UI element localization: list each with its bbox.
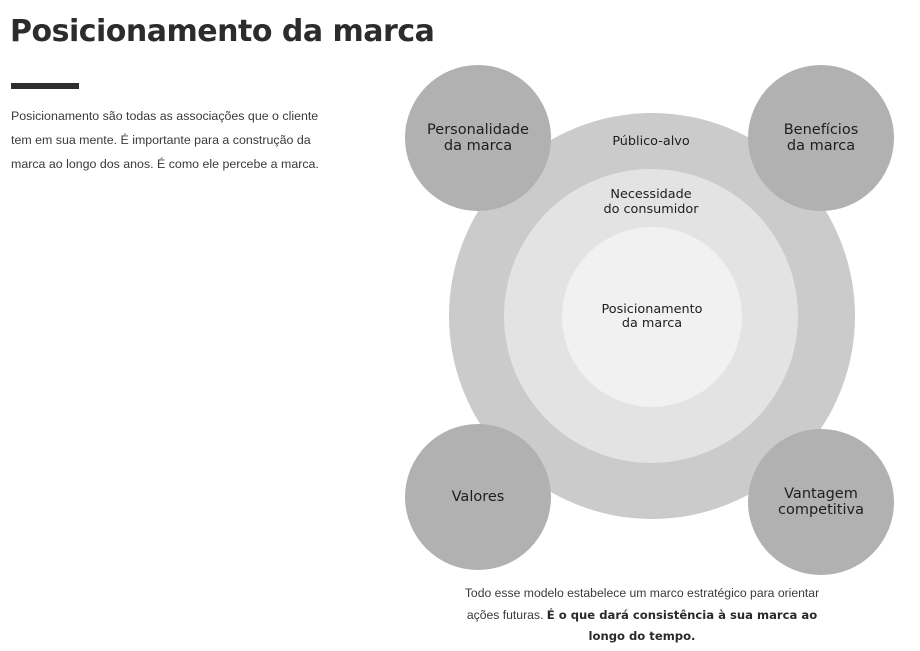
brand-positioning-label: Posicionamento da marca: [601, 301, 703, 331]
target-audience-label: Público-alvo: [612, 134, 690, 149]
satellite-brand-benefits: Benefícios da marca: [748, 65, 894, 211]
satellite-values: Valores: [405, 424, 551, 570]
competitive-advantage-label: Vantagem competitiva: [778, 486, 864, 518]
consumer-need-label: Necessidade do consumidor: [603, 187, 699, 217]
satellite-brand-personality: Personalidade da marca: [405, 65, 551, 211]
footer-paragraph: Todo esse modelo estabelece um marco est…: [462, 583, 822, 648]
page-title: Posicionamento da marca: [10, 14, 435, 49]
ring-brand-positioning: Posicionamento da marca: [562, 227, 742, 407]
footer-text-regular: Todo esse modelo estabelece um marco est…: [464, 586, 820, 622]
brand-benefits-label: Benefícios da marca: [783, 122, 859, 154]
footer-text-bold: É o que dará consistência à sua marca ao…: [546, 607, 818, 644]
satellite-competitive-advantage: Vantagem competitiva: [748, 429, 894, 575]
values-label: Valores: [451, 489, 505, 505]
intro-paragraph: Posicionamento são todas as associações …: [11, 109, 319, 171]
brand-personality-label: Personalidade da marca: [427, 122, 529, 154]
title-underline-divider: [11, 83, 79, 89]
